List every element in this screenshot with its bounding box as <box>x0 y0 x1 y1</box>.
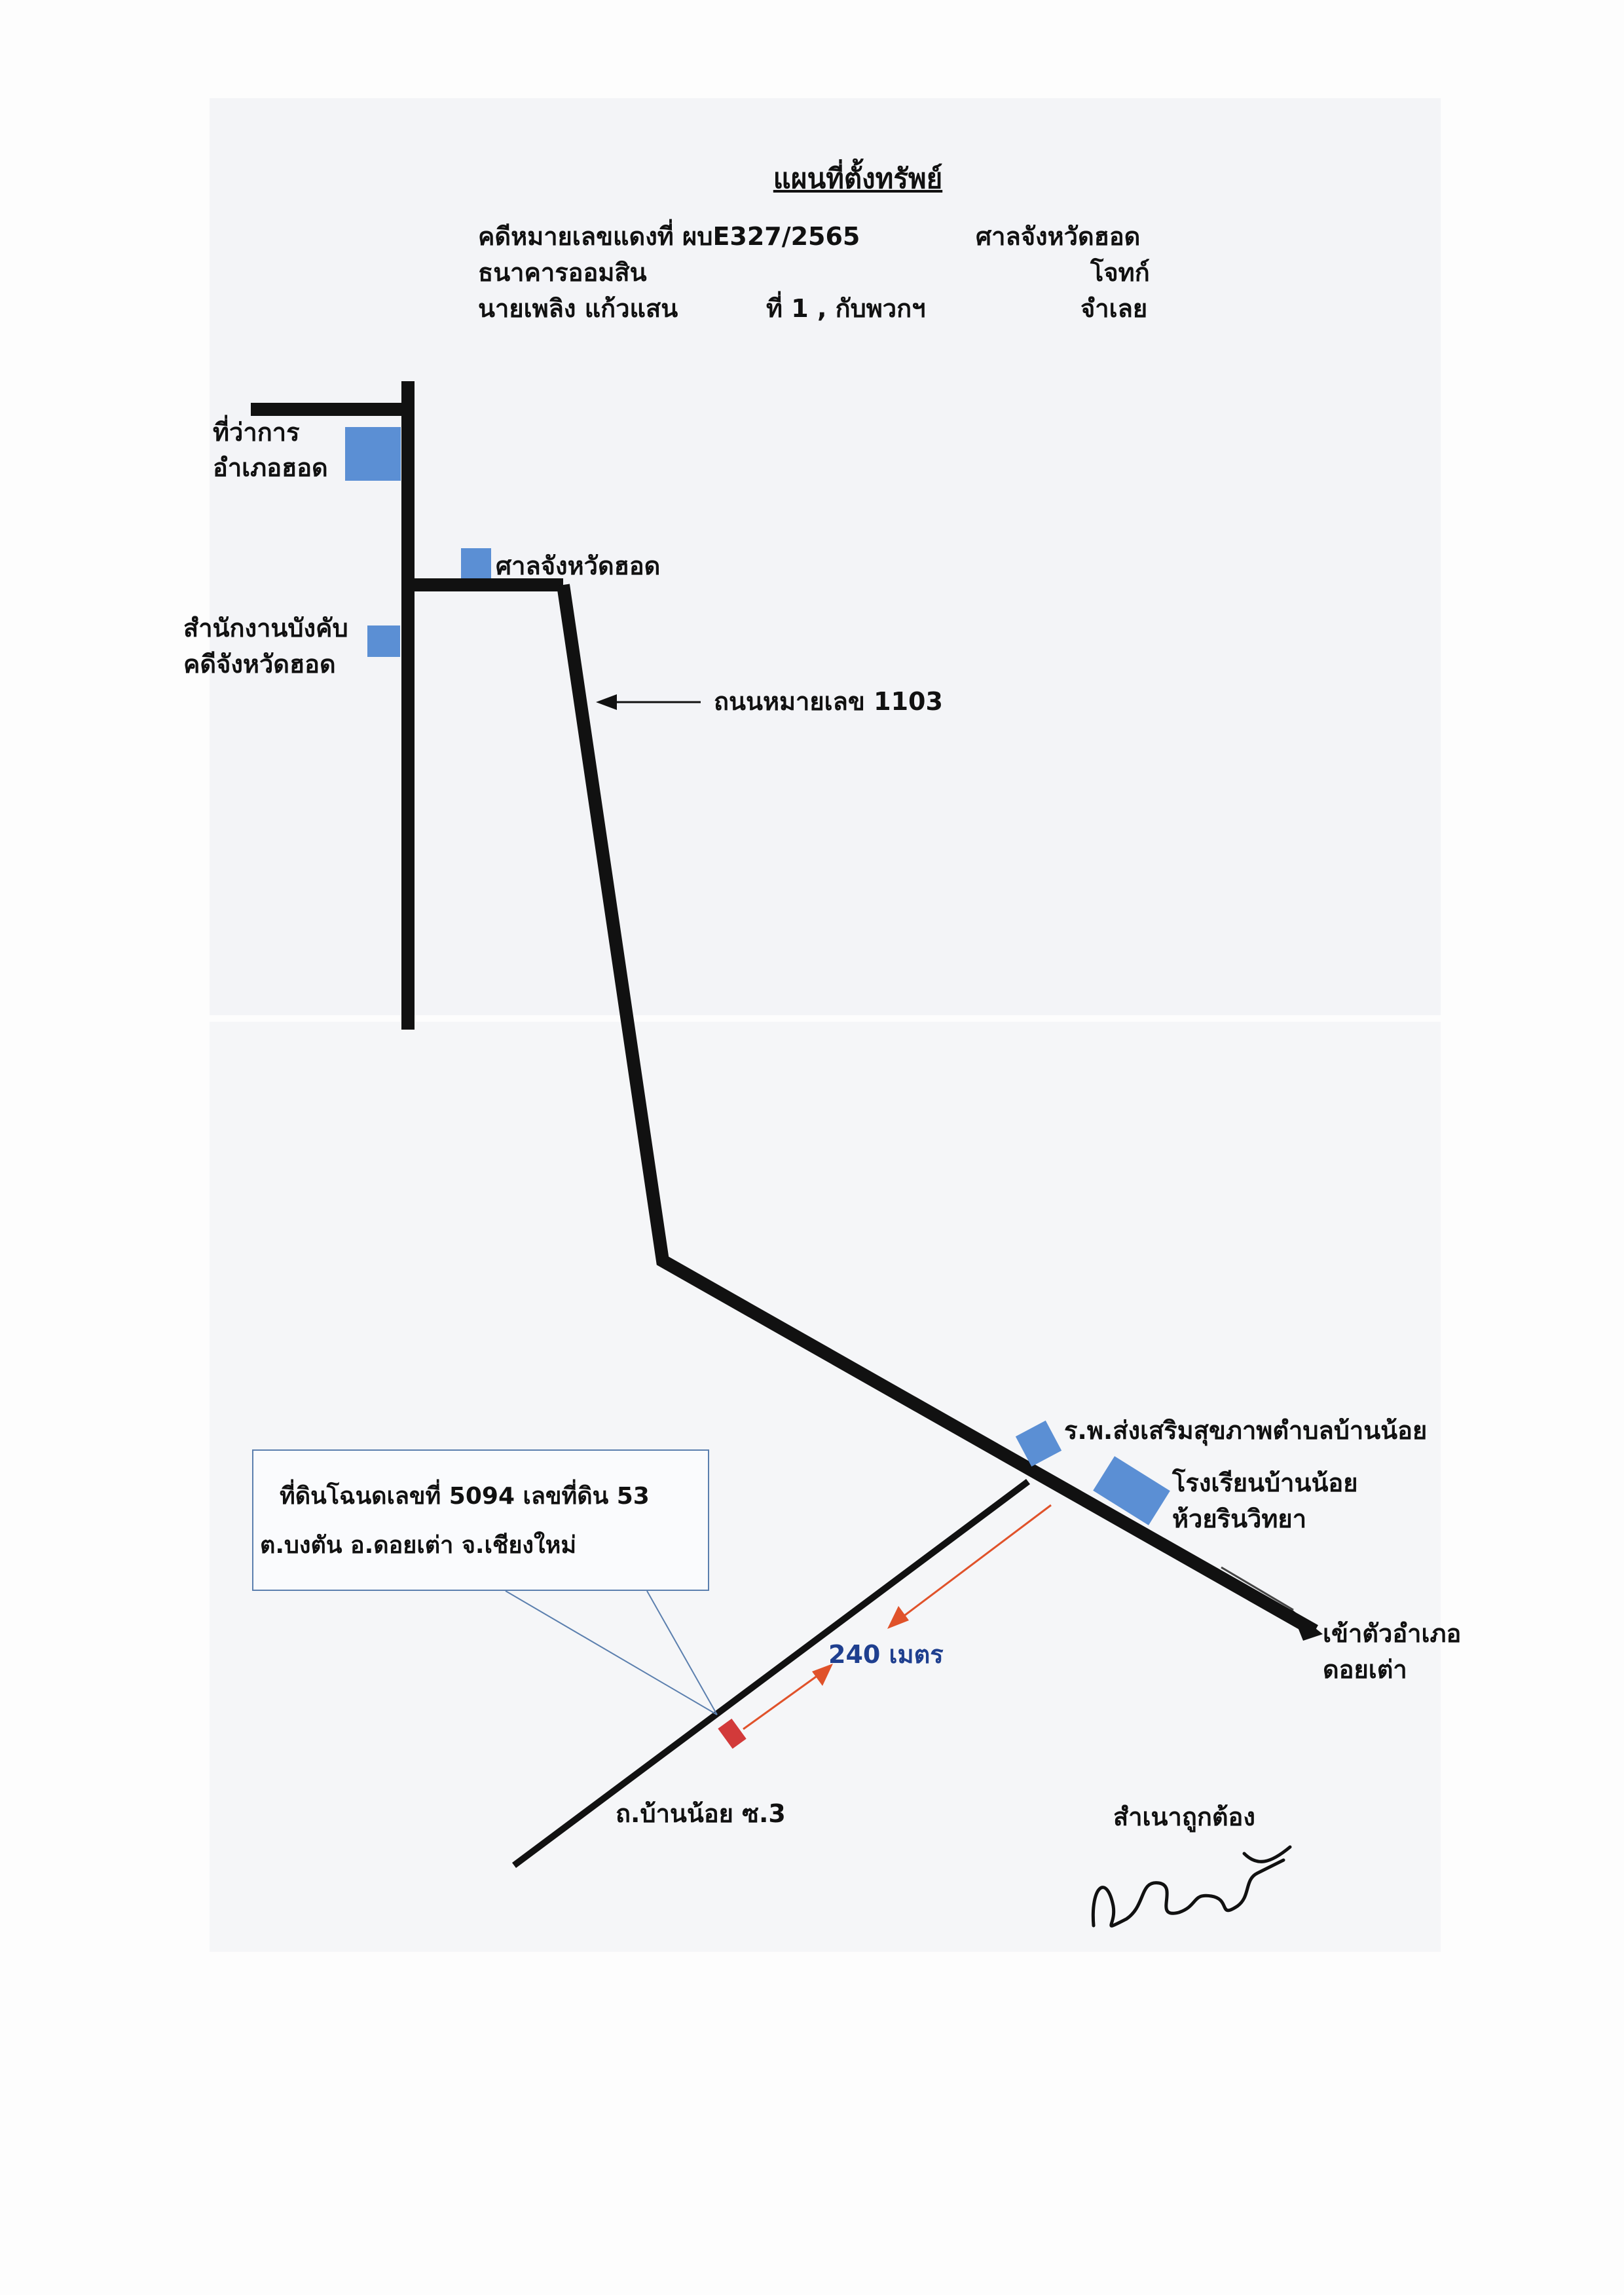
district-office-label-1: ที่ว่าการ <box>213 418 300 447</box>
property-marker <box>718 1718 747 1749</box>
distance-line-upper <box>896 1504 1052 1622</box>
district-office-building <box>345 427 401 481</box>
signature <box>1091 1845 1292 1928</box>
property-deed: ที่ดินโฉนดเลขที่ 5094 เลขที่ดิน 53 <box>280 1483 650 1510</box>
map-title: แผนที่ตั้งทรัพย์ <box>773 162 943 195</box>
highway-label: ถนนหมายเลข 1103 <box>714 687 943 716</box>
defendant-index: ที่ 1 , กับพวกฯ <box>766 294 926 323</box>
distance-arrowhead-upper <box>887 1606 909 1629</box>
distance-arrowhead-lower <box>812 1664 833 1686</box>
court-name: ศาลจังหวัดฮอด <box>976 222 1141 251</box>
plaintiff-role: โจทก์ <box>1090 258 1150 287</box>
distance-line-lower <box>743 1669 826 1730</box>
property-location: ต.บงตัน อ.ดอยเต่า จ.เชียงใหม่ <box>260 1532 577 1559</box>
health-center-building <box>1015 1420 1062 1467</box>
case-number: คดีหมายเลขแดงที่ ผบE327/2565 <box>478 222 860 251</box>
highway-1103 <box>557 584 1318 1637</box>
direction-stroke <box>1221 1566 1294 1611</box>
distance-label: 240 เมตร <box>828 1640 944 1669</box>
property-callout: ที่ดินโฉนดเลขที่ 5094 เลขที่ดิน 53 ต.บงต… <box>252 1449 709 1591</box>
plaintiff: ธนาคารออมสิน <box>478 258 647 287</box>
certified-label: สำเนาถูกต้อง <box>1113 1802 1255 1831</box>
callout-leader-left <box>505 1590 718 1715</box>
enforcement-office-label-2: คดีจังหวัดฮอด <box>183 650 336 679</box>
defendant: นายเพลิง แก้วแสน <box>478 294 678 323</box>
enforcement-office-building <box>367 625 400 657</box>
court-label: ศาลจังหวัดฮอด <box>496 551 661 580</box>
scan-shadow-upper <box>210 98 1441 1015</box>
defendant-role: จำเลย <box>1080 294 1148 323</box>
to-town-label-2: ดอยเต่า <box>1323 1655 1407 1684</box>
soi-3-road <box>512 1478 1030 1869</box>
to-town-label-1: เข้าตัวอำเภอ <box>1323 1619 1462 1648</box>
highway-arrowhead <box>1290 1608 1323 1641</box>
highway-pointer-arrowhead <box>596 694 617 710</box>
enforcement-office-label-1: สำนักงานบังคับ <box>183 614 348 643</box>
health-center-label: ร.พ.ส่งเสริมสุขภาพตำบลบ้านน้อย <box>1064 1416 1428 1445</box>
soi-label: ถ.บ้านน้อย ซ.3 <box>616 1799 786 1828</box>
district-office-label-2: อำเภอฮอด <box>213 453 328 482</box>
signature-stroke <box>1091 1845 1292 1928</box>
school-building <box>1093 1456 1170 1525</box>
court-building <box>461 548 491 578</box>
school-label-2: ห้วยรินวิทยา <box>1172 1504 1307 1533</box>
school-label-1: โรงเรียนบ้านน้อย <box>1172 1468 1358 1497</box>
callout-leader-right <box>646 1590 718 1715</box>
